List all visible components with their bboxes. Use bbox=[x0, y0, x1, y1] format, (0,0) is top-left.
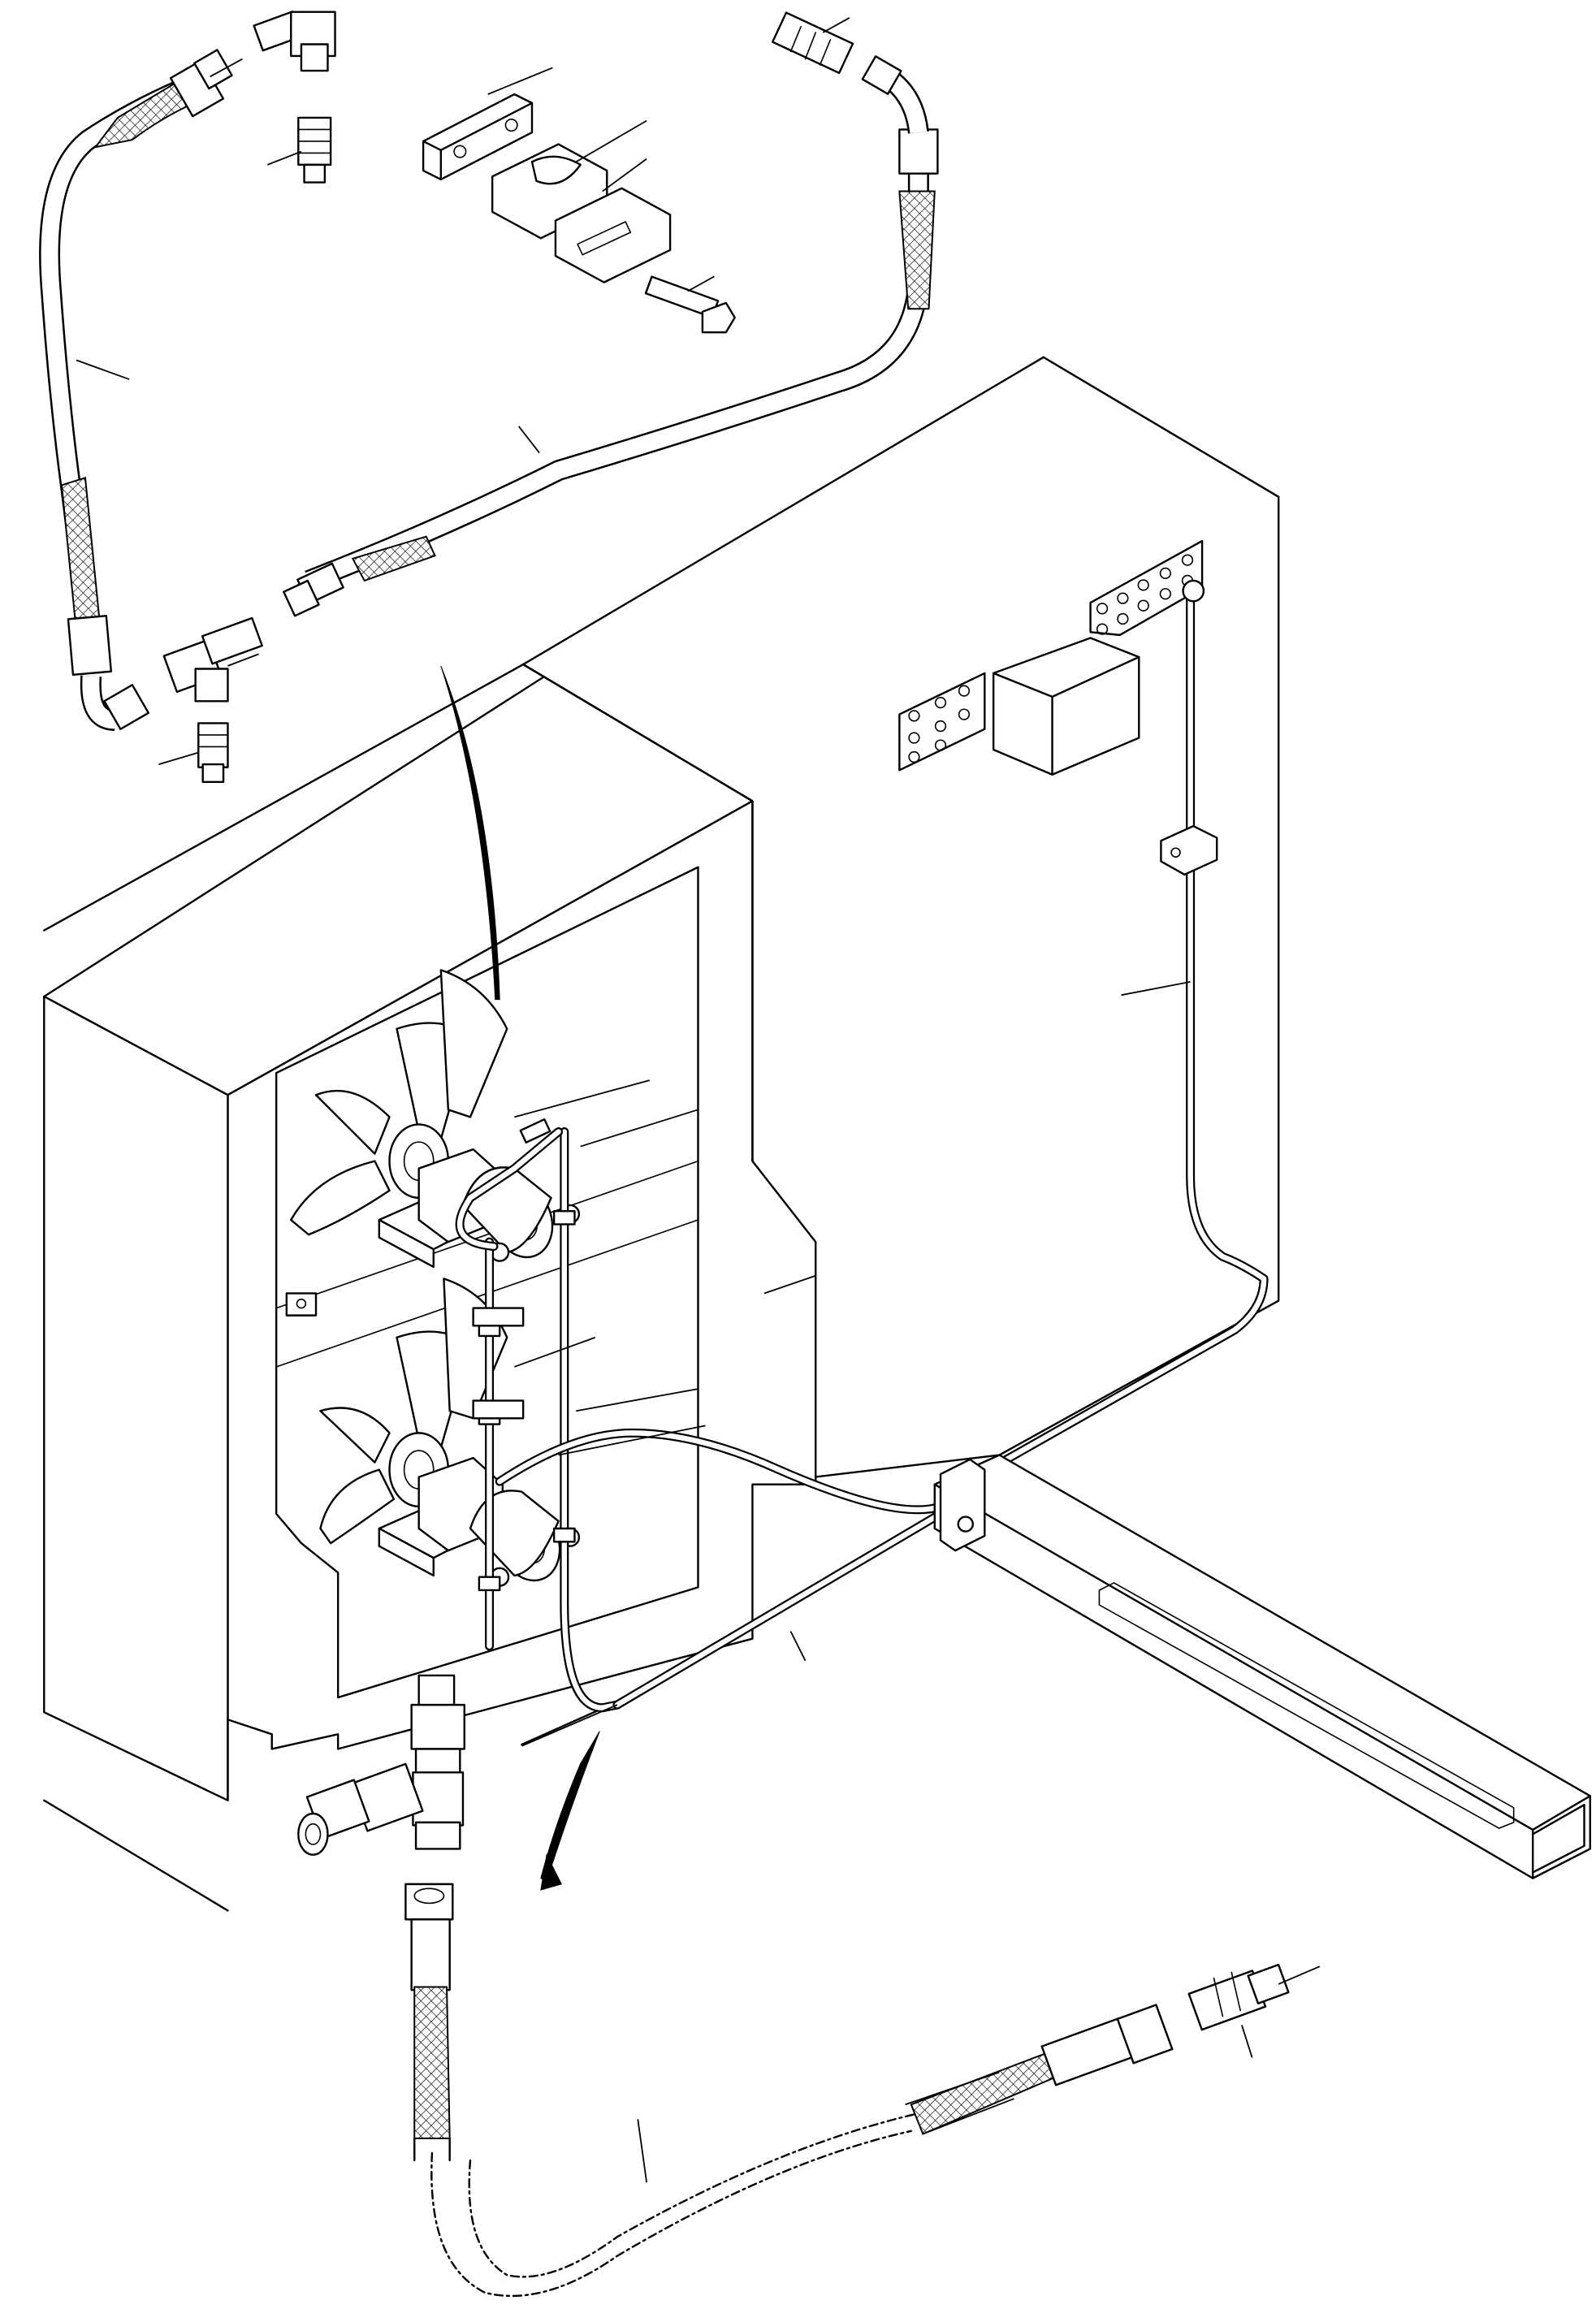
upper-left-elbow-fitting bbox=[254, 11, 335, 182]
upper-right-connector bbox=[772, 13, 853, 73]
upper-right-hose bbox=[283, 56, 937, 616]
lower-tee-detail bbox=[298, 1676, 464, 1855]
upper-flow-arrow bbox=[441, 666, 500, 1000]
control-box bbox=[993, 638, 1139, 774]
upper-left-hose bbox=[50, 50, 231, 729]
beam-end-cap bbox=[1533, 1805, 1584, 1872]
lower-tee-fitting bbox=[164, 618, 262, 782]
rigid-tubes bbox=[460, 581, 1264, 1708]
control-box-front bbox=[993, 638, 1139, 774]
lower-flow-arrow bbox=[541, 1732, 599, 1882]
support-beam bbox=[935, 1455, 1590, 1879]
perforated-plate-left bbox=[899, 673, 984, 770]
bolt bbox=[646, 277, 735, 332]
callout-leaders bbox=[76, 18, 1320, 2182]
clamp-plate bbox=[423, 94, 532, 179]
small-bracket bbox=[287, 1293, 316, 1315]
beam-slot bbox=[1099, 1583, 1513, 1828]
fan-recess-panel bbox=[276, 867, 698, 1697]
tube-clamp bbox=[1161, 826, 1217, 875]
beam-bracket bbox=[941, 1459, 984, 1550]
perforated-plate-right bbox=[1091, 541, 1203, 635]
lower-fan bbox=[320, 1278, 507, 1575]
lower-hose-connector bbox=[1189, 1965, 1289, 2030]
lower-hose bbox=[405, 1884, 1172, 2296]
clamp-halves bbox=[492, 145, 670, 283]
housing-left-side bbox=[44, 997, 227, 1801]
